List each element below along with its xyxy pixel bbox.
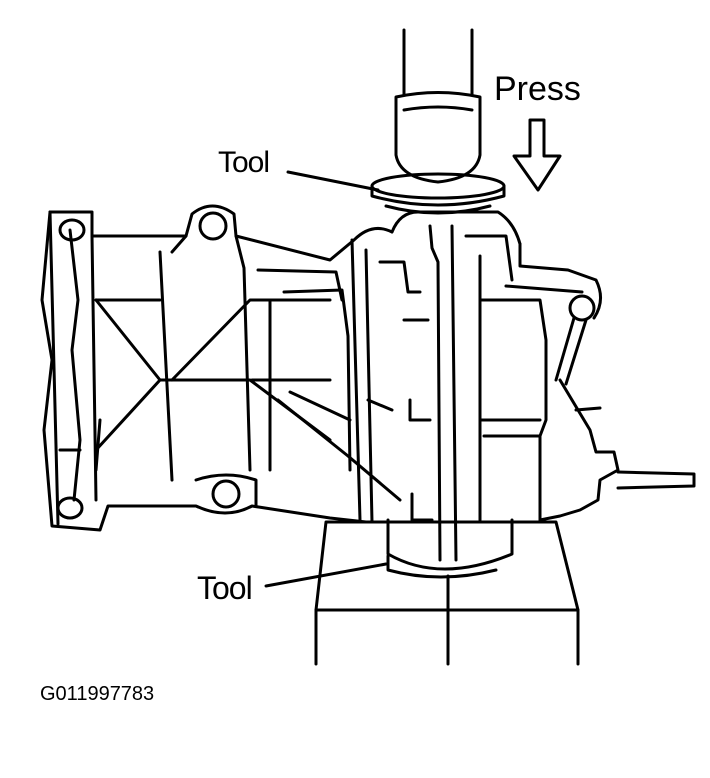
press-arrow-icon bbox=[512, 118, 562, 192]
press-label: Press bbox=[494, 70, 581, 108]
figure-code: G011997783 bbox=[40, 683, 155, 705]
transfer-case-housing bbox=[40, 204, 696, 579]
support-block bbox=[314, 520, 580, 666]
press-ram bbox=[394, 28, 482, 184]
upper-tool-collar bbox=[370, 172, 506, 215]
leader-line-tool-top bbox=[286, 170, 380, 192]
leader-line-tool-bottom bbox=[264, 562, 388, 588]
tool-label-bottom: Tool bbox=[197, 570, 253, 606]
tool-label-top: Tool bbox=[218, 146, 270, 179]
